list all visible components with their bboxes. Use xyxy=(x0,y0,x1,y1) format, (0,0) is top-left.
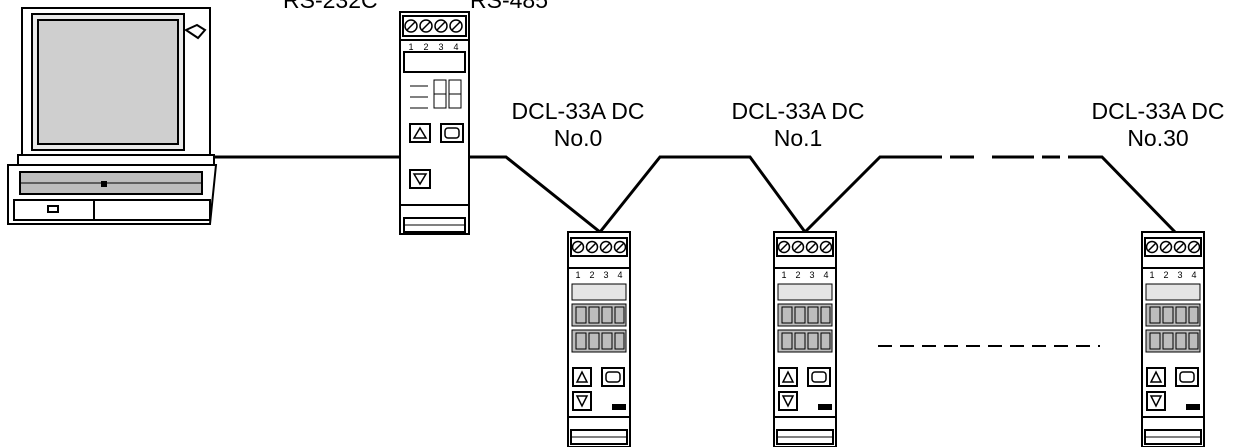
controller-unit-1: 1 2 3 4 xyxy=(773,231,837,447)
controller-model: DCL-33A DC xyxy=(511,98,645,124)
controller-number: No.30 xyxy=(1127,125,1189,151)
controller-number: No.0 xyxy=(553,125,603,151)
rs485-label: RS-485 xyxy=(470,0,548,13)
terminal-number: 4 xyxy=(823,270,828,280)
controller-label-1: DCL-33A DC No.1 xyxy=(718,98,878,152)
terminal-number: 3 xyxy=(809,270,814,280)
terminal-number: 1 xyxy=(408,42,413,52)
controller-label-0: DCL-33A DC No.0 xyxy=(498,98,658,152)
controller-number: No.1 xyxy=(773,125,823,151)
terminal-number: 2 xyxy=(589,270,594,280)
terminal-number: 2 xyxy=(423,42,428,52)
terminal-number: 3 xyxy=(603,270,608,280)
laptop-icon xyxy=(7,7,218,225)
rs485-bus xyxy=(469,155,1177,235)
terminal-number: 1 xyxy=(1149,270,1154,280)
converter-terminal-numbers: 1 2 3 4 xyxy=(408,42,458,52)
terminal-number: 3 xyxy=(1177,270,1182,280)
terminal-number: 4 xyxy=(453,42,458,52)
terminal-number: 3 xyxy=(438,42,443,52)
rs232c-label: RS-232C xyxy=(283,0,378,13)
terminal-number: 4 xyxy=(1191,270,1196,280)
terminal-number: 4 xyxy=(617,270,622,280)
controller-unit-0: 1 2 3 4 xyxy=(567,231,631,447)
controller-label-30: DCL-33A DC No.30 xyxy=(1078,98,1238,152)
controller-unit-30: 1 2 3 4 xyxy=(1141,231,1205,447)
terminal-number: 1 xyxy=(575,270,580,280)
terminal-number: 2 xyxy=(795,270,800,280)
terminal-number: 2 xyxy=(1163,270,1168,280)
terminal-number: 1 xyxy=(781,270,786,280)
controller-model: DCL-33A DC xyxy=(731,98,865,124)
controller-model: DCL-33A DC xyxy=(1091,98,1225,124)
converter-device xyxy=(399,11,470,235)
